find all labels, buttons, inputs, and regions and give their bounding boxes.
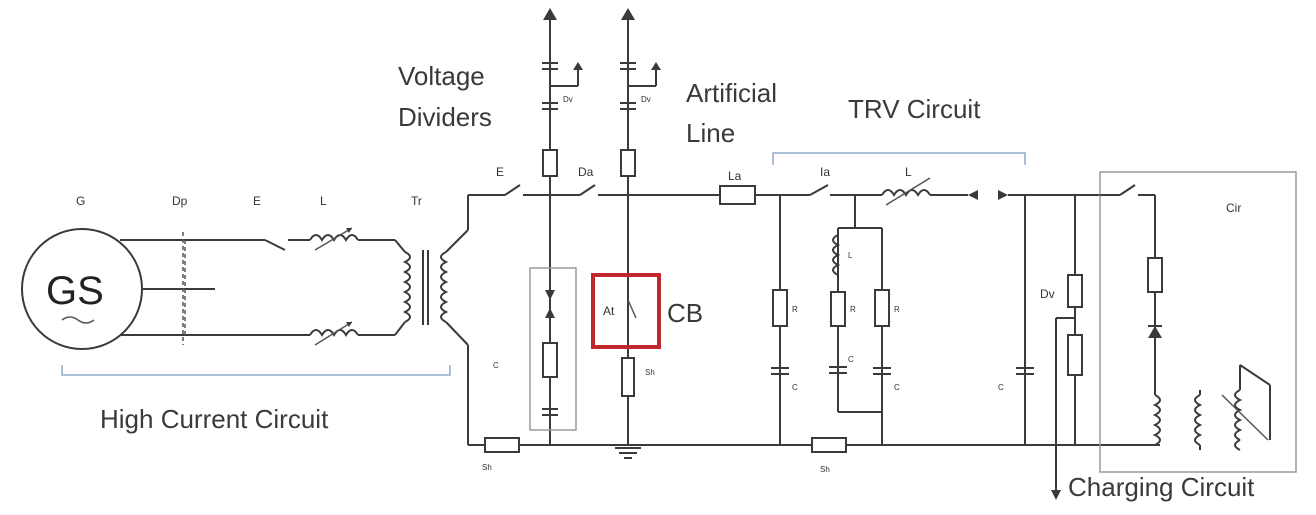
label-r-right: R bbox=[894, 305, 900, 314]
label-r-mid: R bbox=[850, 305, 856, 314]
label-cir-ch: Cir bbox=[1226, 201, 1241, 215]
label-dv-right: Dv bbox=[1040, 287, 1055, 301]
label-e2: E bbox=[496, 165, 504, 179]
charging-circuit bbox=[1099, 171, 1297, 473]
label-c-right: C bbox=[894, 383, 900, 392]
voltage-divider-right bbox=[1051, 195, 1083, 500]
inductor-l-top bbox=[309, 227, 395, 251]
label-sh-tr: Sh bbox=[820, 465, 830, 474]
generator-wires bbox=[120, 232, 310, 345]
label-da: Da bbox=[578, 165, 594, 179]
label-artificial: Artificial bbox=[686, 78, 777, 108]
label-c1: C bbox=[998, 383, 1004, 392]
label-cb: CB bbox=[667, 298, 703, 328]
label-dp: Dp bbox=[172, 194, 188, 208]
label-cm: C bbox=[493, 361, 499, 370]
label-charging-circuit: Charging Circuit bbox=[1068, 472, 1255, 502]
label-dividers: Dividers bbox=[398, 102, 492, 132]
circuit-breaker: At bbox=[591, 273, 661, 349]
label-high-current-circuit: High Current Circuit bbox=[100, 404, 329, 434]
label-c-mid: C bbox=[848, 355, 854, 364]
label-la: La bbox=[728, 169, 742, 183]
label-sh-st: Sh bbox=[482, 463, 492, 472]
brace-high-current bbox=[61, 365, 451, 376]
generator: GS bbox=[21, 228, 143, 350]
label-l-branch: L bbox=[848, 251, 853, 260]
label-at: At bbox=[603, 304, 615, 318]
label-trv-circuit: TRV Circuit bbox=[848, 94, 981, 124]
label-l: L bbox=[320, 194, 327, 208]
label-dv2: Dv bbox=[641, 95, 651, 104]
sh-test-shunt bbox=[615, 357, 641, 459]
trv-branches bbox=[771, 195, 1034, 445]
label-l1: L bbox=[905, 165, 912, 179]
voltage-divider-1 bbox=[542, 8, 583, 445]
label-ia: Ia bbox=[820, 165, 830, 179]
label-r-left: R bbox=[792, 305, 798, 314]
label-voltage: Voltage bbox=[398, 61, 485, 91]
label-dv1: Dv bbox=[563, 95, 573, 104]
label-g: G bbox=[76, 194, 85, 208]
transformer-tr bbox=[394, 229, 469, 346]
label-c-left: C bbox=[792, 383, 798, 392]
cm-branch bbox=[529, 267, 577, 431]
sh-tr-shunt bbox=[811, 437, 847, 453]
inductor-l-bottom bbox=[309, 321, 395, 346]
label-line: Line bbox=[686, 118, 735, 148]
sh-st-shunt bbox=[484, 437, 520, 453]
brace-trv bbox=[772, 152, 1026, 165]
label-e1: E bbox=[253, 194, 261, 208]
label-tr: Tr bbox=[411, 194, 422, 208]
label-sh-test: Sh bbox=[645, 368, 655, 377]
generator-label: GS bbox=[46, 269, 104, 313]
